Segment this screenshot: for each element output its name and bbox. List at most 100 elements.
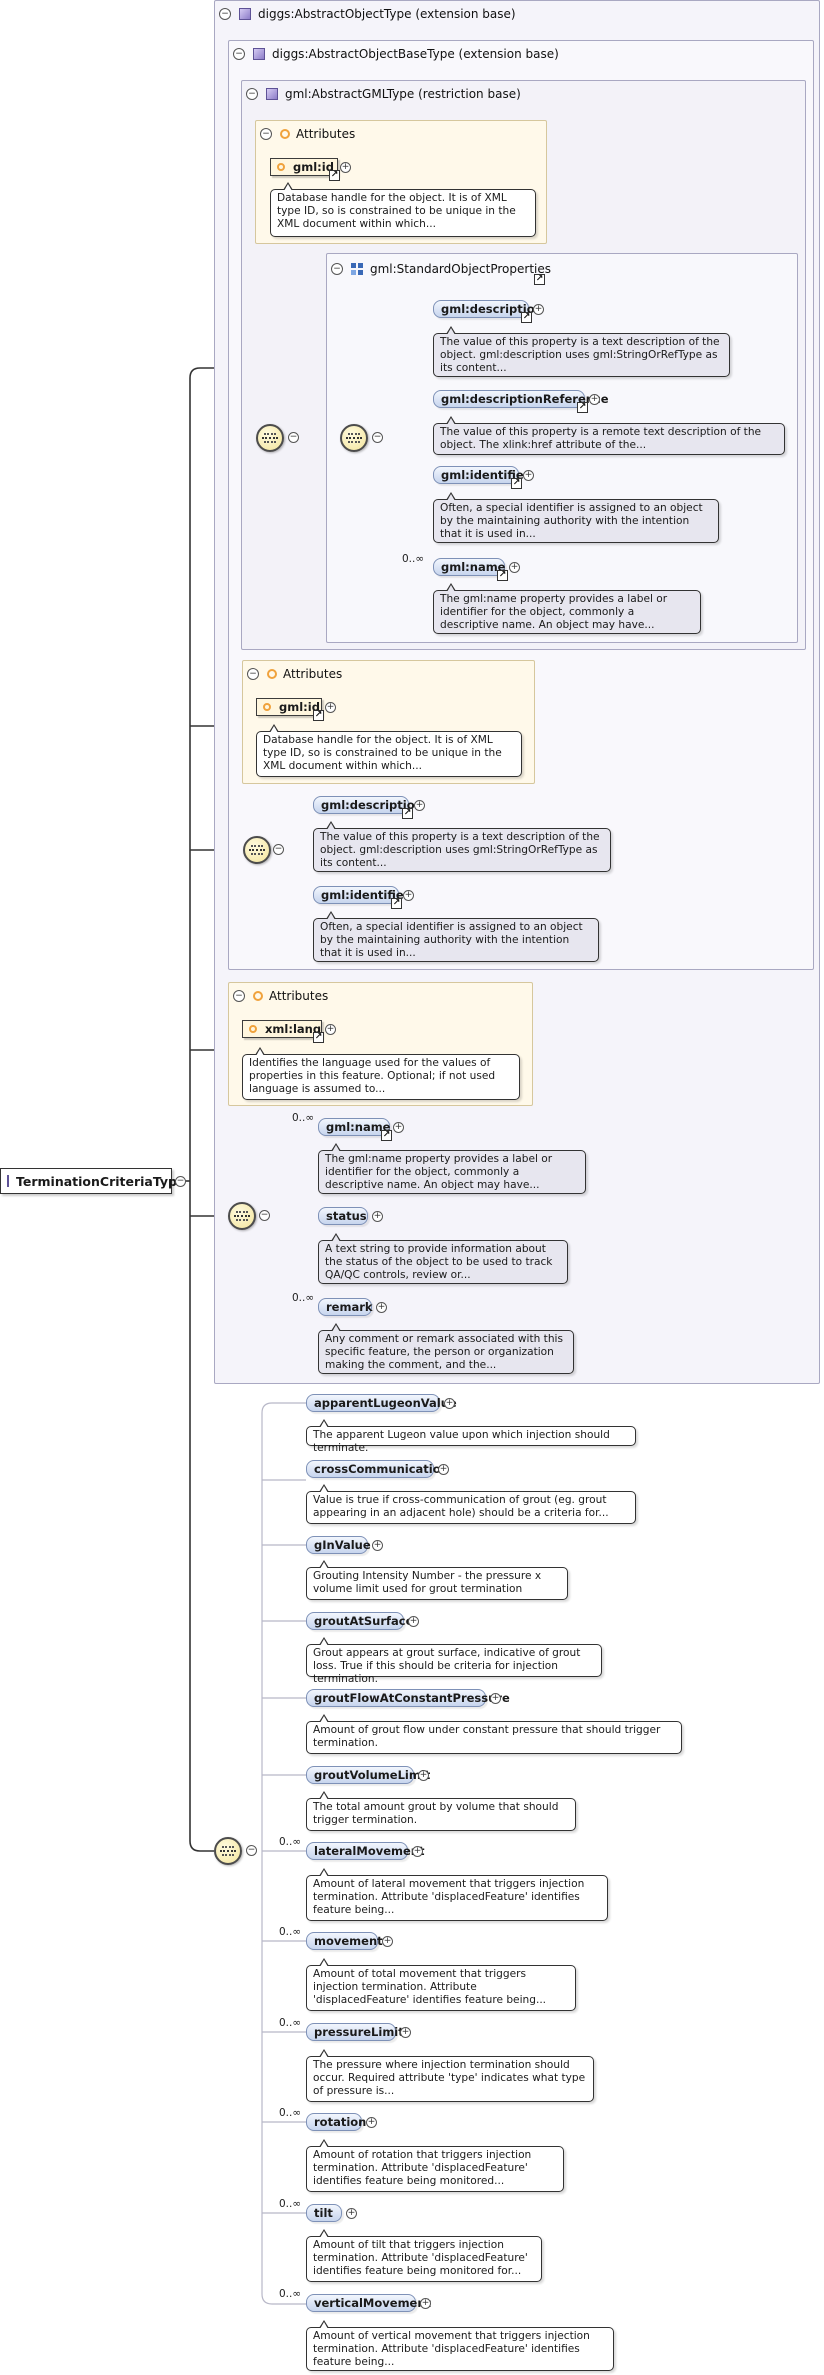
collapse-toggle[interactable]: −: [260, 128, 272, 140]
expand-icon[interactable]: +: [414, 800, 425, 811]
collapse-toggle[interactable]: −: [219, 8, 231, 20]
abstract-object-type-header: − diggs:AbstractObjectType (extension ba…: [219, 3, 516, 25]
collapse-toggle[interactable]: −: [259, 1210, 270, 1221]
element-tilt[interactable]: tilt: [306, 2204, 342, 2222]
element-gml-description-reference[interactable]: gml:descriptionReference: [433, 390, 609, 408]
expand-icon[interactable]: +: [372, 1540, 383, 1551]
expand-icon[interactable]: +: [400, 2027, 411, 2038]
expand-icon[interactable]: +: [403, 890, 414, 901]
abstract-gml-type-header: − gml:AbstractGMLType (restriction base): [246, 83, 521, 105]
attributes-title: Attributes: [269, 989, 329, 1003]
xml-lang-attribute[interactable]: xml:lang: [242, 1020, 322, 1038]
element-rotation[interactable]: rotation: [306, 2113, 366, 2131]
expand-icon[interactable]: +: [393, 1122, 404, 1133]
element-cross-communication[interactable]: crossCommunication: [306, 1460, 449, 1478]
collapse-toggle[interactable]: −: [233, 48, 245, 60]
sequence-compositor-icon: [228, 1202, 256, 1230]
element-description: The apparent Lugeon value upon which inj…: [306, 1419, 636, 1454]
element-vertical-movement[interactable]: verticalMovement: [306, 2294, 431, 2312]
reference-arrow-icon[interactable]: ↗: [521, 312, 532, 323]
expand-icon[interactable]: +: [523, 470, 534, 481]
expand-icon[interactable]: +: [346, 2208, 357, 2219]
collapse-toggle[interactable]: −: [233, 990, 245, 1002]
reference-arrow-icon[interactable]: ↗: [391, 898, 402, 909]
sequence-compositor-icon: [340, 424, 368, 452]
element-gml-description[interactable]: gml:description: [313, 796, 423, 814]
attribute-icon: [280, 129, 290, 139]
expand-icon[interactable]: +: [509, 562, 520, 573]
element-gin-value[interactable]: gInValue: [306, 1536, 371, 1554]
expand-icon[interactable]: +: [340, 162, 351, 173]
element-description: Amount of grout flow under constant pres…: [306, 1714, 682, 1754]
element-gml-name[interactable]: gml:name: [318, 1118, 391, 1136]
element-lateral-movement[interactable]: lateralMovement: [306, 1842, 424, 1860]
multiplicity-label: 0..∞: [279, 1836, 302, 1848]
element-grout-volume-limit[interactable]: groutVolumeLimit: [306, 1766, 430, 1784]
reference-arrow-icon[interactable]: ↗: [497, 570, 508, 581]
complex-type-icon: [7, 1175, 9, 1187]
element-movement[interactable]: movement: [306, 1932, 383, 1950]
reference-arrow-icon[interactable]: ↗: [313, 1032, 324, 1043]
element-description: The value of this property is a text des…: [313, 821, 611, 872]
collapse-toggle[interactable]: −: [331, 263, 343, 275]
expand-icon[interactable]: +: [325, 702, 336, 713]
element-remark[interactable]: remark: [318, 1298, 373, 1316]
multiplicity-label: 0..∞: [279, 1926, 302, 1938]
expand-icon[interactable]: +: [366, 2117, 377, 2128]
expand-icon[interactable]: +: [382, 1936, 393, 1947]
element-gml-identifier[interactable]: gml:identifier: [433, 466, 529, 484]
collapse-toggle[interactable]: −: [372, 432, 383, 443]
element-grout-flow-at-constant-pressure[interactable]: groutFlowAtConstantPressure: [306, 1689, 510, 1707]
collapse-toggle[interactable]: −: [288, 432, 299, 443]
expand-icon[interactable]: +: [444, 1398, 455, 1409]
reference-arrow-icon[interactable]: ↗: [381, 1130, 392, 1141]
expand-icon[interactable]: +: [438, 1464, 449, 1475]
multiplicity-label: 0..∞: [402, 553, 425, 565]
collapse-toggle[interactable]: −: [246, 1845, 257, 1856]
collapse-toggle[interactable]: −: [247, 668, 259, 680]
attributes-header: − Attributes: [233, 985, 328, 1007]
reference-arrow-icon[interactable]: ↗: [329, 170, 340, 181]
element-grout-at-surface[interactable]: groutAtSurface: [306, 1612, 413, 1630]
element-description: Any comment or remark associated with th…: [318, 1323, 574, 1374]
reference-arrow-icon[interactable]: ↗: [534, 274, 545, 285]
element-gml-identifier[interactable]: gml:identifier: [313, 886, 409, 904]
collapse-toggle[interactable]: −: [175, 1176, 186, 1187]
element-description: A text string to provide information abo…: [318, 1233, 568, 1284]
element-description: Amount of rotation that triggers injecti…: [306, 2139, 564, 2192]
expand-icon[interactable]: +: [325, 1024, 336, 1035]
element-gml-name[interactable]: gml:name: [433, 558, 506, 576]
expand-icon[interactable]: +: [412, 1846, 423, 1857]
frame-title: gml:AbstractGMLType (restriction base): [285, 87, 521, 101]
element-pressure-limit[interactable]: pressureLimit: [306, 2023, 404, 2041]
expand-icon[interactable]: +: [490, 1693, 501, 1704]
element-apparent-lugeon-value[interactable]: apparentLugeonValue: [306, 1394, 457, 1412]
frame-title: diggs:AbstractObjectBaseType (extension …: [272, 47, 559, 61]
group-icon: [351, 263, 363, 275]
reference-arrow-icon[interactable]: ↗: [402, 808, 413, 819]
reference-arrow-icon[interactable]: ↗: [511, 478, 522, 489]
abstract-object-base-type-header: − diggs:AbstractObjectBaseType (extensio…: [233, 43, 559, 65]
expand-icon[interactable]: +: [408, 1616, 419, 1627]
multiplicity-label: 0..∞: [292, 1292, 315, 1304]
expand-icon[interactable]: +: [376, 1302, 387, 1313]
reference-arrow-icon[interactable]: ↗: [313, 710, 324, 721]
expand-icon[interactable]: +: [533, 304, 544, 315]
termination-criteria-type-root[interactable]: TerminationCriteriaType: [0, 1168, 185, 1194]
reference-arrow-icon[interactable]: ↗: [577, 402, 588, 413]
collapse-toggle[interactable]: −: [246, 88, 258, 100]
expand-icon[interactable]: +: [418, 1770, 429, 1781]
expand-icon[interactable]: +: [420, 2298, 431, 2309]
gml-id-description: Database handle for the object. It is of…: [270, 182, 536, 237]
element-description: The value of this property is a remote t…: [433, 416, 785, 455]
expand-icon[interactable]: +: [589, 394, 600, 405]
element-status[interactable]: status: [318, 1207, 368, 1225]
element-description: The pressure where injection termination…: [306, 2049, 594, 2102]
element-gml-description[interactable]: gml:description: [433, 300, 543, 318]
gml-id-attribute[interactable]: gml:id: [256, 698, 322, 716]
expand-icon[interactable]: +: [372, 1211, 383, 1222]
multiplicity-label: 0..∞: [279, 2017, 302, 2029]
collapse-toggle[interactable]: −: [273, 844, 284, 855]
element-description: Often, a special identifier is assigned …: [433, 492, 719, 543]
gml-id-attribute[interactable]: gml:id: [270, 158, 338, 176]
